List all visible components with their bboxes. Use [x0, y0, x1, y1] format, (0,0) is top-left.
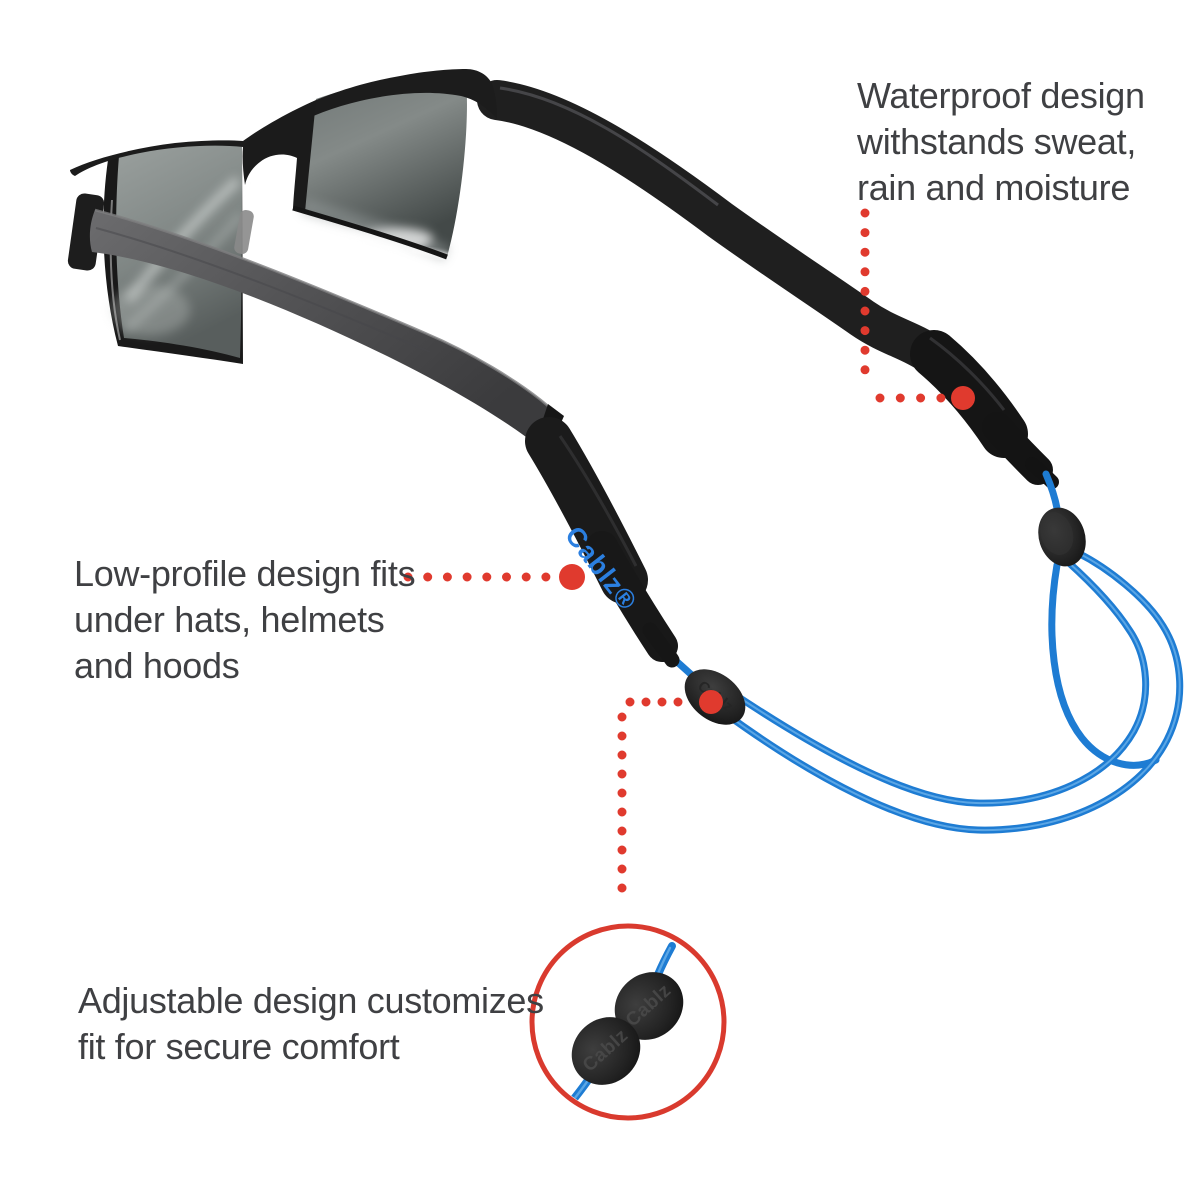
inset-bead-lower: Cablz	[571, 1017, 641, 1085]
inset-ring	[529, 923, 727, 1121]
right-lens-bottom-rim	[292, 205, 448, 260]
frame-bridge	[242, 100, 316, 212]
callout-waterproof-line	[860, 208, 975, 410]
callout-lowprofile-text: Low-profile design fits under hats, helm…	[74, 553, 416, 686]
retainer-cable	[662, 470, 1184, 834]
inset-bead-upper: Cablz	[614, 972, 684, 1040]
callout-waterproof-text: Waterproof design withstands sweat, rain…	[857, 75, 1145, 208]
right-lens	[300, 71, 467, 262]
right-temple-sleeve	[910, 330, 1059, 489]
callout-lines	[403, 208, 975, 912]
callout-adjustable-dot	[699, 690, 723, 714]
adjuster-bead-right	[1038, 507, 1086, 567]
sunglasses	[67, 69, 497, 364]
left-temple-sleeve: Cablz®	[525, 417, 680, 668]
callout-lowprofile-dot	[559, 564, 585, 590]
callout-waterproof-dot	[951, 386, 975, 410]
callout-lowprofile-line	[403, 564, 585, 590]
inset-circle: Cablz Cablz	[529, 923, 727, 1121]
callout-adjustable-text: Adjustable design customizes fit for sec…	[78, 980, 544, 1067]
nose-pad	[234, 210, 254, 254]
callout-adjustable-line	[617, 690, 723, 912]
